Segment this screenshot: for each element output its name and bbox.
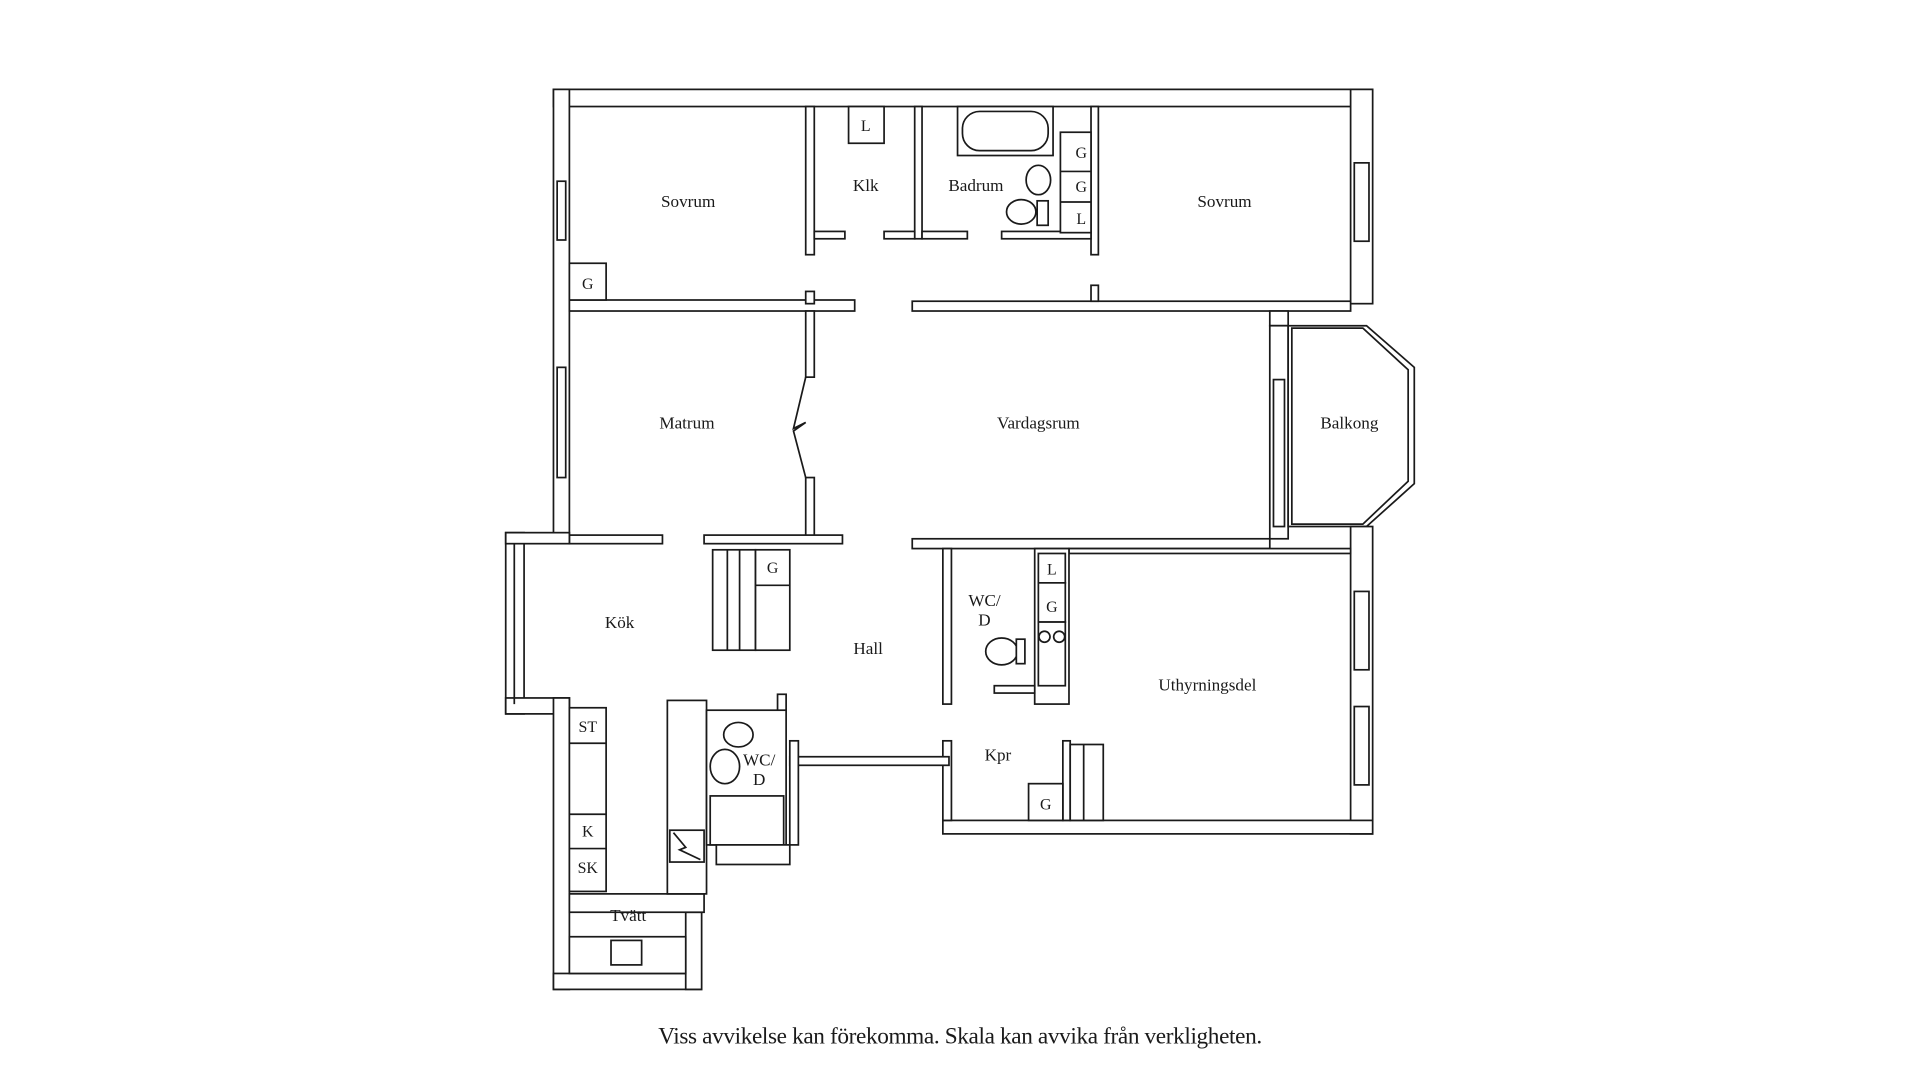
balcony-outline bbox=[1287, 324, 1416, 528]
walls bbox=[504, 88, 1416, 991]
electric-panel-icon bbox=[672, 832, 701, 861]
folding-door bbox=[792, 376, 807, 478]
room-label-sovrum-left: Sovrum bbox=[661, 192, 716, 211]
fixture-kpr-g: G bbox=[1040, 796, 1052, 813]
room-label-klk: Klk bbox=[853, 176, 879, 195]
fixture-kok-sk: SK bbox=[578, 860, 599, 877]
fixture-klk-l: L bbox=[861, 118, 871, 135]
fixture-hall-g: G bbox=[767, 560, 779, 577]
disclaimer: Viss avvikelse kan förekomma. Skala kan … bbox=[658, 1023, 1262, 1049]
fixture-labels: L G G L G G L G ST K SK G bbox=[578, 118, 1087, 877]
room-label-hall: Hall bbox=[853, 639, 883, 658]
room-label-wc-lower-d: D bbox=[753, 770, 765, 789]
room-label-wc-upper-d: D bbox=[978, 611, 990, 630]
room-label-wc-upper: WC/ bbox=[968, 591, 1001, 610]
room-label-kok: Kök bbox=[605, 613, 635, 632]
fixture-bad-l: L bbox=[1076, 211, 1086, 228]
fixture-bad-g1: G bbox=[1075, 145, 1087, 162]
fixture-wc-l: L bbox=[1047, 561, 1057, 578]
room-label-tvatt: Tvätt bbox=[610, 906, 646, 925]
room-label-vardagsrum: Vardagsrum bbox=[997, 414, 1080, 433]
room-label-uthyrningsdel: Uthyrningsdel bbox=[1158, 676, 1256, 695]
fixture-kok-st: ST bbox=[578, 719, 597, 736]
room-labels: Sovrum Klk Badrum Sovrum Matrum Vardagsr… bbox=[605, 176, 1379, 925]
room-label-kpr: Kpr bbox=[985, 745, 1012, 764]
fixture-kok-k: K bbox=[582, 823, 594, 840]
room-label-wc-lower: WC/ bbox=[743, 750, 776, 769]
fixture-wc-g: G bbox=[1046, 599, 1058, 616]
room-label-balkong: Balkong bbox=[1320, 414, 1378, 433]
fixture-sovrum-g: G bbox=[582, 276, 594, 293]
room-label-matrum: Matrum bbox=[659, 414, 715, 433]
room-label-sovrum-right: Sovrum bbox=[1197, 192, 1252, 211]
fixture-bad-g2: G bbox=[1075, 179, 1087, 196]
room-label-badrum: Badrum bbox=[948, 176, 1004, 195]
